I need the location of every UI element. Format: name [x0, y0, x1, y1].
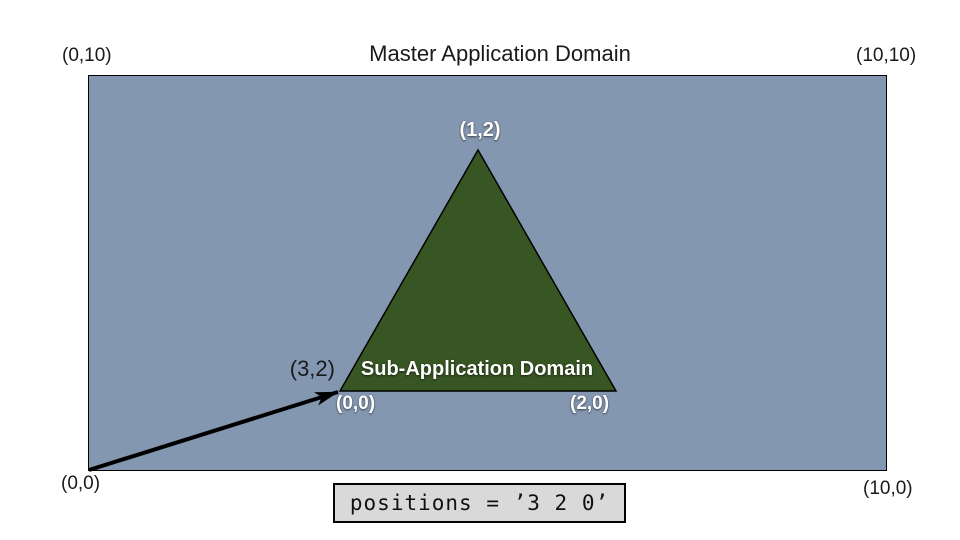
master-corner-top-right-label: (10,10): [856, 45, 917, 66]
sub-domain-title: Sub-Application Domain: [360, 358, 594, 380]
offset-coordinate-label: (3,2): [289, 356, 335, 381]
master-corner-bottom-right-label: (10,0): [863, 478, 913, 499]
positions-code-text: positions = ’3 2 0’: [349, 491, 610, 515]
master-domain-title: Master Application Domain: [369, 41, 631, 66]
sub-right-vertex-label: (2,0): [570, 393, 610, 414]
positions-code-box: positions = ’3 2 0’: [333, 483, 626, 523]
master-corner-bottom-left-label: (0,0): [61, 473, 101, 494]
sub-origin-vertex-label: (0,0): [336, 393, 376, 414]
sub-apex-vertex-label: (1,2): [459, 119, 501, 141]
master-corner-top-left-label: (0,10): [62, 45, 112, 66]
